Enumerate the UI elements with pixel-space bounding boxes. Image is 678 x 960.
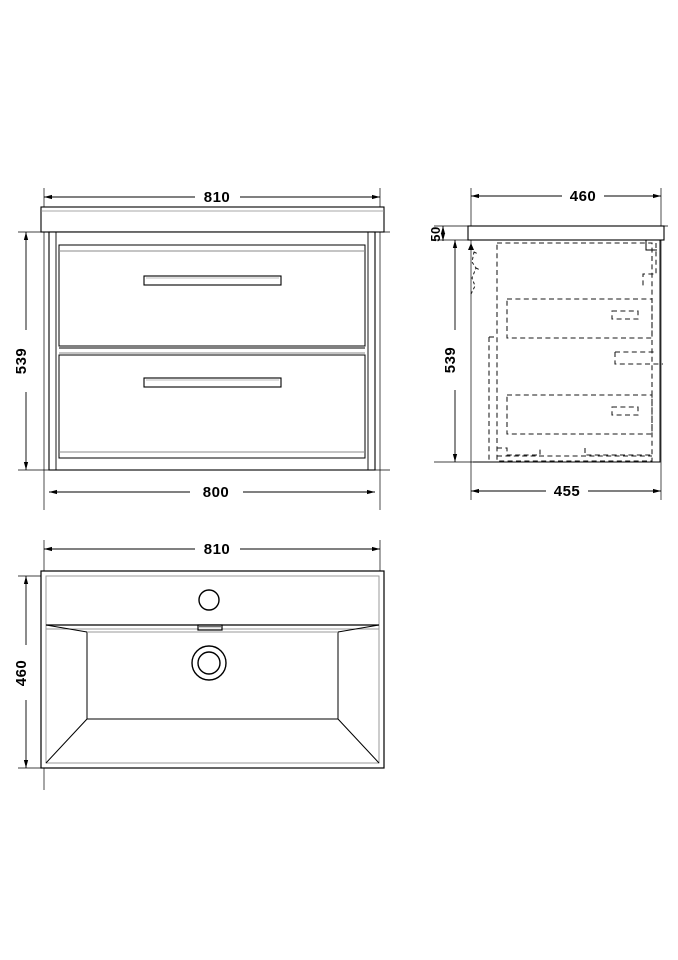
side-hidden-front-panel <box>488 336 497 461</box>
side-hidden-upper-drawer-box <box>506 298 653 339</box>
front-width-overall-label: 810 <box>204 189 231 206</box>
plan-width-label: 810 <box>204 541 231 558</box>
upper-drawer-handle[interactable] <box>143 275 282 286</box>
waste-drain-icon <box>191 645 227 681</box>
side-top-thickness-label: 50 <box>428 226 443 241</box>
front-drawer-reveal <box>59 347 365 354</box>
front-lower-drawer[interactable] <box>58 354 366 459</box>
plan-width-dimension: 810 <box>44 541 380 558</box>
tap-hole-icon <box>198 589 220 611</box>
front-width-cabinet-dimension: 800 <box>49 484 375 501</box>
plan-depth-dimension: 460 <box>13 576 30 768</box>
side-top-thickness-dimension: 50 <box>428 226 446 242</box>
side-depth-overall-label: 460 <box>570 188 597 205</box>
side-hidden-drawer-runner <box>614 351 663 365</box>
side-height-dimension: 539 <box>442 240 459 462</box>
plan-bowl-geometry <box>45 624 380 764</box>
front-width-overall-dimension: 810 <box>44 189 380 206</box>
side-elevation-view: 460 50 539 455 <box>428 188 668 500</box>
side-countertop <box>467 225 665 241</box>
lower-drawer-handle[interactable] <box>143 377 282 388</box>
overflow-slot-icon <box>197 624 223 631</box>
side-carcass-outline <box>473 240 661 463</box>
side-depth-cabinet-dimension: 455 <box>471 483 661 500</box>
front-elevation-view: 810 539 800 <box>13 188 390 510</box>
plan-depth-label: 460 <box>13 660 30 687</box>
side-depth-cabinet-label: 455 <box>554 483 581 500</box>
side-leader-arrowhead <box>468 243 474 250</box>
side-hidden-lower-drawer-box <box>506 394 653 435</box>
side-depth-overall-dimension: 460 <box>471 188 661 205</box>
side-hidden-plinth <box>497 447 652 457</box>
side-hidden-bracket-detail <box>470 246 481 295</box>
front-height-label: 539 <box>13 348 30 375</box>
front-countertop <box>40 206 385 233</box>
front-width-cabinet-label: 800 <box>203 484 230 501</box>
side-height-label: 539 <box>442 347 459 374</box>
front-height-dimension: 539 <box>13 232 30 470</box>
front-upper-drawer[interactable] <box>58 244 366 347</box>
plan-view-basin: 810 460 <box>13 540 385 790</box>
